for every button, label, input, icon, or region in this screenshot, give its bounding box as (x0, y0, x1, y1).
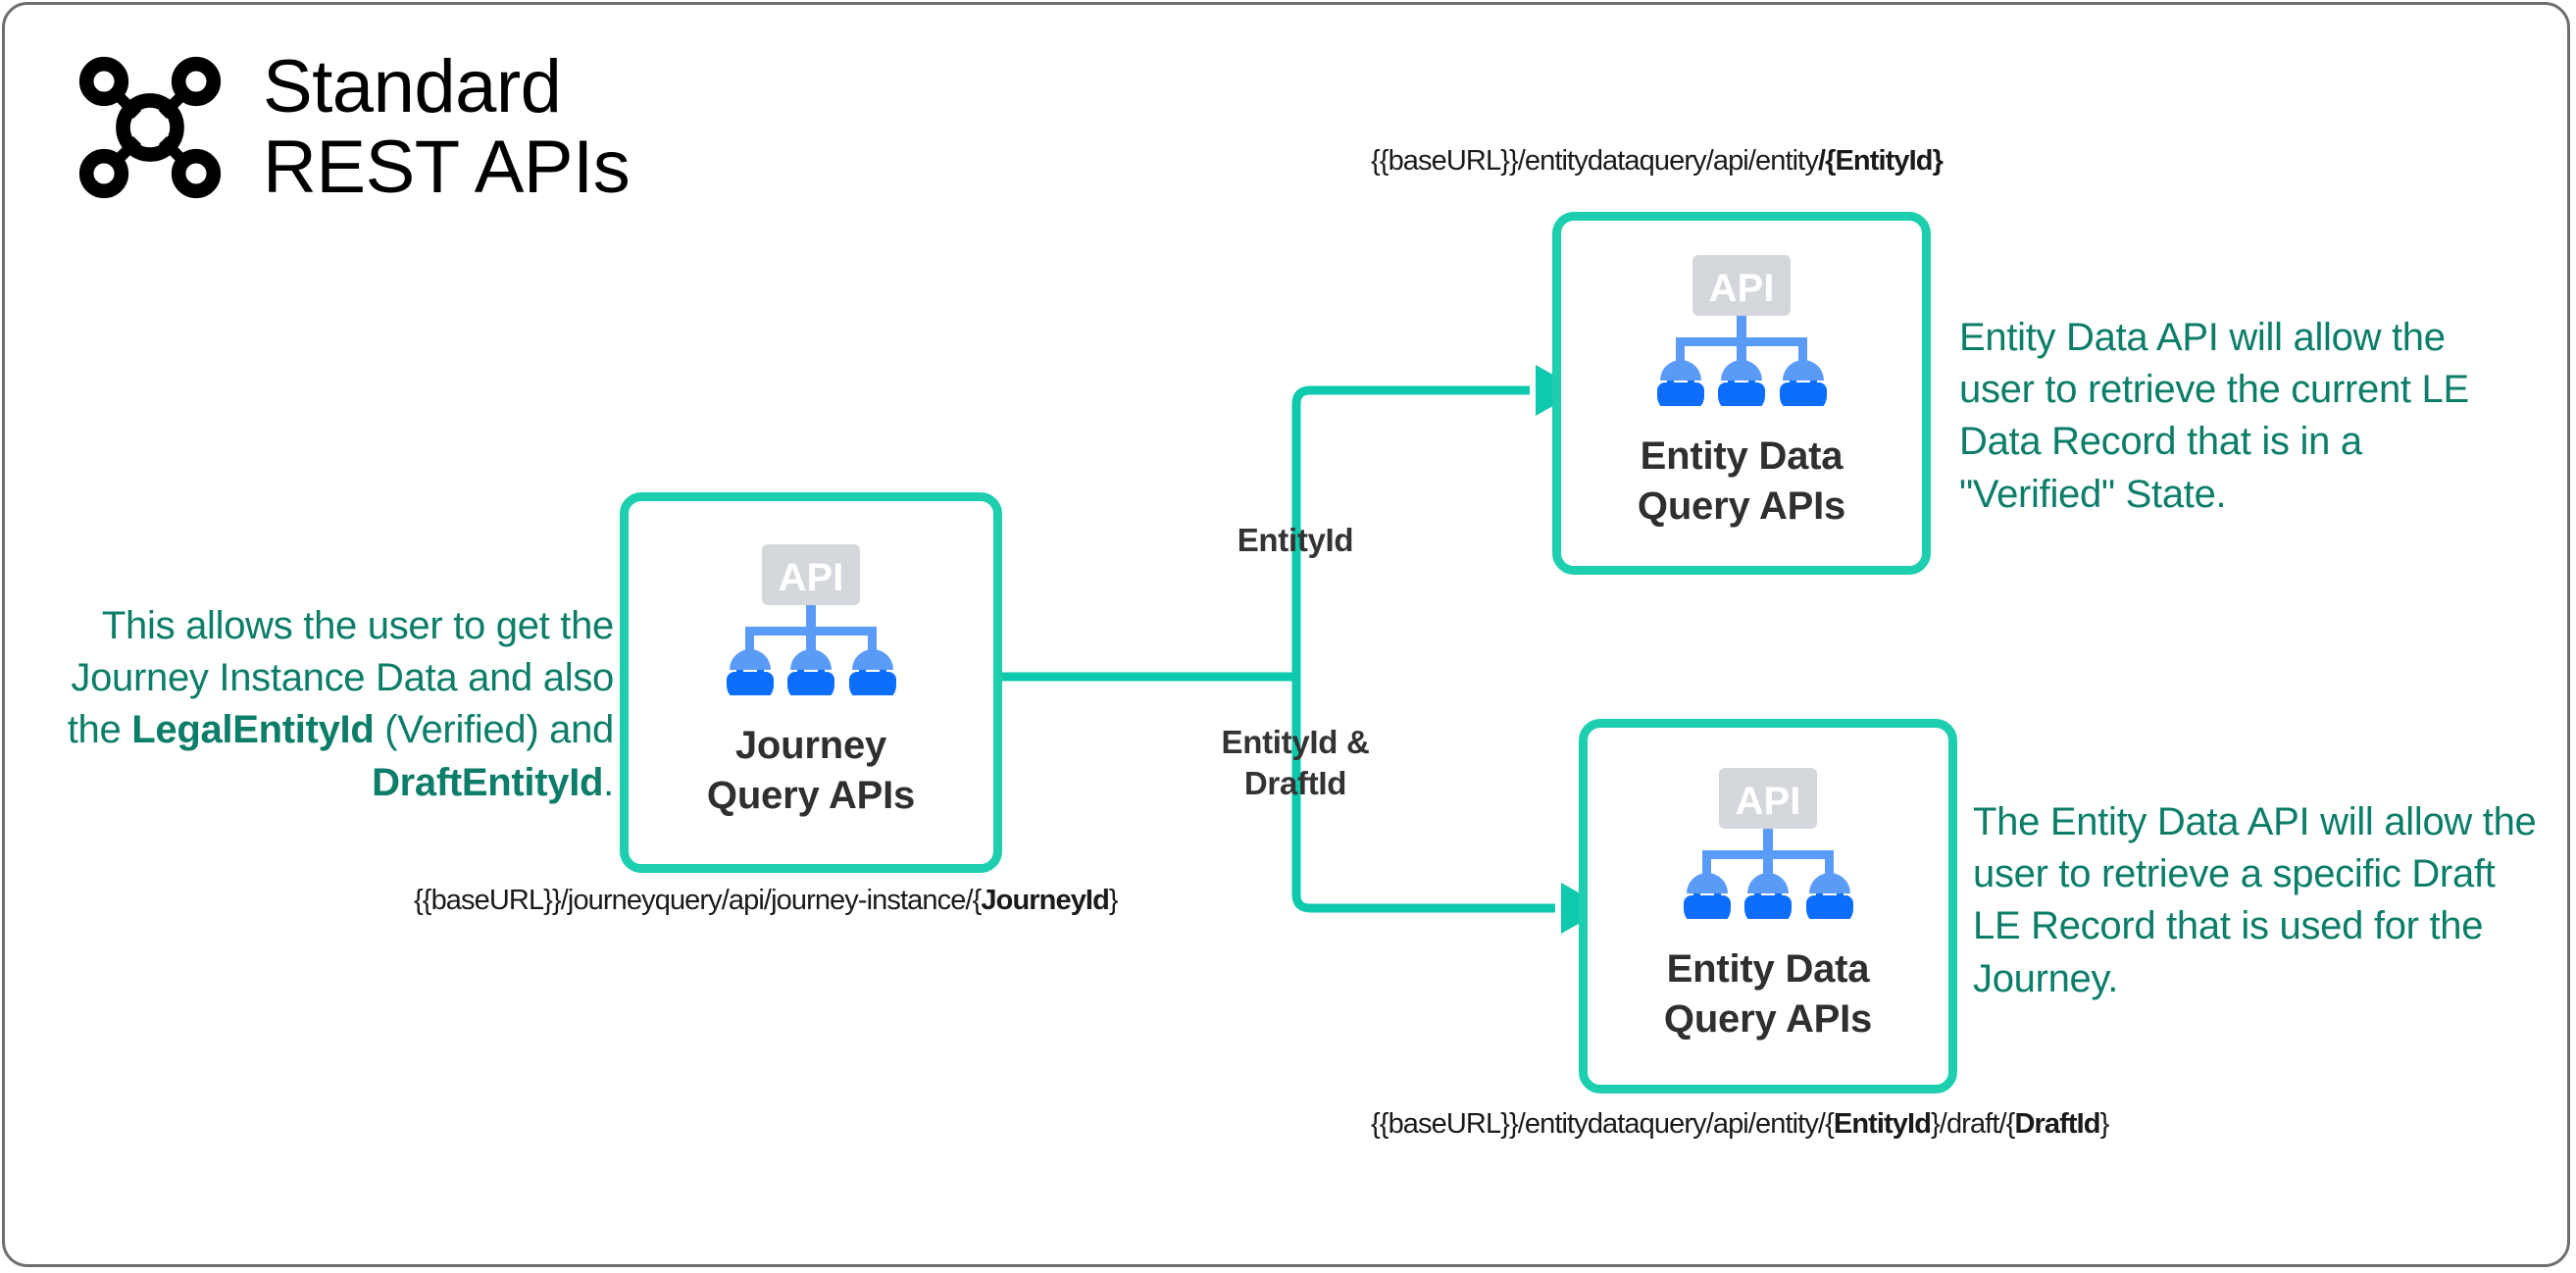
svg-text:API: API (1736, 780, 1801, 823)
note-bold-legalentityid: LegalEntityId (131, 708, 375, 752)
edge-label-entityid-draftid: EntityId & DraftId (1221, 724, 1370, 801)
note-text: . (603, 760, 614, 804)
node-entity-data-query-apis-bottom[interactable]: API (1579, 719, 1957, 1094)
api-network-icon (71, 48, 229, 207)
api-plug-icon: API (725, 543, 897, 705)
api-plug-icon: API (1655, 254, 1828, 416)
url-param-journeyid: JourneyId (981, 885, 1109, 916)
url-param-draftid: DraftId (2014, 1108, 2100, 1140)
node-label: Journey Query APIs (706, 723, 916, 817)
edge-label-entityid: EntityId (1237, 522, 1354, 558)
header: Standard REST APIs (71, 45, 631, 210)
url-suffix: } (1108, 885, 1119, 916)
url-param-entityid: EntityId (1833, 1108, 1932, 1140)
note-entity-top: Entity Data API will allow the user to r… (1959, 316, 2469, 516)
svg-text:API: API (1709, 267, 1775, 310)
note-text: This allows the user to get the Journey … (67, 604, 615, 752)
api-plug-icon: API (1682, 767, 1854, 929)
node-label: Entity Data Query APIs (1663, 946, 1873, 1041)
url-journey-query: {{baseURL}}/journeyquery/api/journey-ins… (414, 885, 1119, 917)
page-title: Standard REST APIs (263, 45, 631, 210)
url-text: {{baseURL}}/entitydataquery/api/entity (1371, 145, 1819, 177)
node-journey-query-apis[interactable]: API (620, 492, 1002, 873)
svg-text:API: API (779, 556, 844, 599)
note-text: (Verified) and (374, 708, 614, 752)
note-journey: This allows the user to get the Journey … (65, 600, 615, 809)
url-entity-query-bottom: {{baseURL}}/entitydataquery/api/entity/{… (1371, 1108, 2110, 1141)
url-text: {{baseURL}}/journeyquery/api/journey-ins… (414, 885, 982, 916)
url-entity-query-top: {{baseURL}}/entitydataquery/api/entity/{… (1371, 145, 1944, 178)
url-param-entityid: /{EntityId} (1817, 145, 1944, 177)
note-bold-draftentityid: DraftEntityId (372, 760, 604, 804)
note-entity-bottom: The Entity Data API will allow the user … (1973, 800, 2537, 1000)
node-entity-data-query-apis-top[interactable]: API (1552, 212, 1931, 575)
url-suffix: } (2099, 1108, 2110, 1140)
url-text: {{baseURL}}/entitydataquery/api/entity/{ (1371, 1108, 1835, 1140)
node-label: Entity Data Query APIs (1637, 433, 1846, 528)
url-mid: }/draft/{ (1931, 1108, 2015, 1140)
